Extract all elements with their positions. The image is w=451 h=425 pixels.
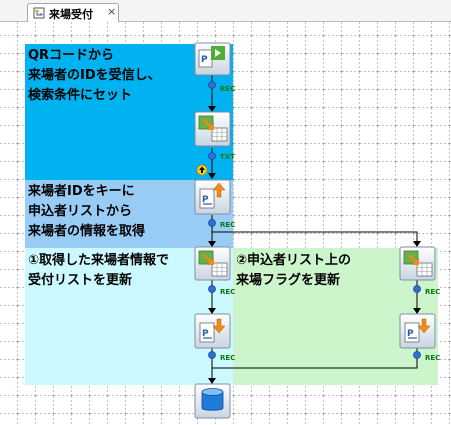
close-icon[interactable]: × [107, 5, 117, 18]
section-flag-update-label: ②申込者リスト上の 来場フラグを更新 [236, 253, 352, 288]
svg-text:P: P [201, 55, 208, 65]
connector-label-rec: REC [425, 288, 440, 296]
trigger-badge [196, 164, 208, 176]
write-reception-node[interactable]: P [194, 313, 231, 349]
lookup-applicant-node[interactable]: P [194, 179, 231, 215]
connector-port [208, 152, 216, 160]
svg-text:P: P [202, 195, 209, 205]
qr-receive-node[interactable]: P [194, 42, 231, 76]
flow-canvas: REC TXT REC REC REC REC REC P [0, 22, 451, 425]
section-reception-update-label: ①取得した来場者情報で 受付リストを更新 [28, 253, 170, 288]
connector-label-rec: REC [425, 354, 440, 362]
tab-title: 来場受付 [49, 8, 93, 21]
connector-label-rec: REC [220, 354, 235, 362]
arrow-head [413, 308, 421, 314]
file-put-icon: P [404, 318, 431, 343]
file-get-icon: P [199, 182, 226, 209]
connector-port [208, 351, 216, 359]
end-node[interactable] [194, 383, 231, 419]
arrow-head [413, 241, 421, 247]
database-end-icon [201, 388, 224, 411]
connector-port [208, 81, 216, 89]
write-attendance-flag-node[interactable]: P [399, 313, 436, 349]
map-reception-node[interactable] [194, 246, 231, 281]
arrow-head [208, 173, 216, 179]
file-put-icon: P [199, 318, 226, 343]
arrow-head [208, 241, 216, 247]
connector-label-rec: REC [220, 85, 235, 93]
connector-label-rec: REC [220, 288, 235, 296]
flow-document-icon [33, 7, 45, 19]
mapper-icon [403, 250, 433, 277]
arrow-head [208, 378, 216, 384]
connector-port [413, 351, 421, 359]
set-search-condition-node[interactable] [194, 111, 231, 147]
section-lookup-label: 来場者IDをキーに 申込者リストから 来場者の情報を取得 [28, 184, 146, 239]
flow-diagram: REC TXT REC REC REC REC REC P [0, 22, 451, 425]
connector-port [413, 285, 421, 293]
editor-tab-bar: 来場受付 × [0, 0, 451, 22]
map-attendance-flag-node[interactable] [399, 246, 436, 281]
connector-port [208, 285, 216, 293]
arrow-head [208, 106, 216, 112]
connector-line [212, 231, 418, 245]
svg-text:P: P [407, 329, 414, 339]
svg-text:P: P [202, 329, 209, 339]
play-component-icon: P [198, 46, 225, 68]
connector-label-txt: TXT [220, 153, 235, 161]
tab-flow-editor[interactable]: 来場受付 × [27, 3, 119, 22]
mapper-icon [198, 115, 228, 142]
connector-label-rec: REC [220, 221, 235, 229]
section-receive-label: QRコードから 来場者のIDを受信し、 検索条件にセット [28, 48, 161, 103]
mapper-icon [198, 250, 228, 277]
arrow-head [208, 308, 216, 314]
connector-port [208, 219, 216, 227]
